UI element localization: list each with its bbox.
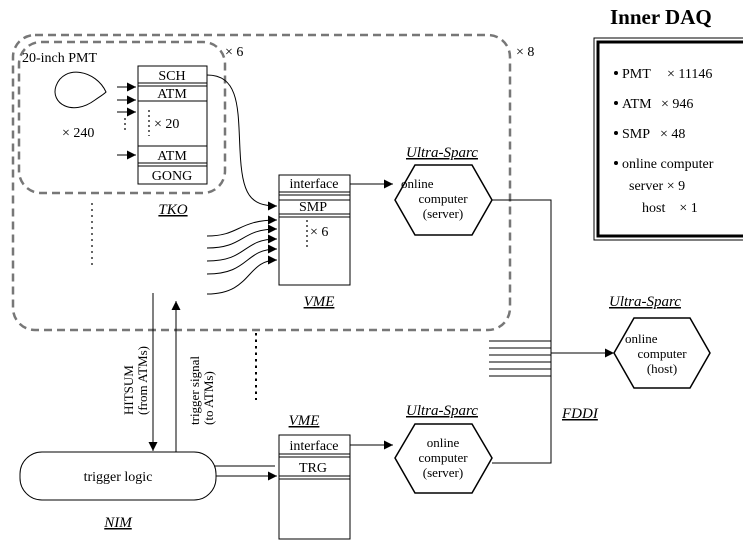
group-mult: × 8 (516, 45, 534, 60)
pmt-mult: × 240 (62, 126, 94, 141)
server-bottom-label: Ultra-Sparc (406, 403, 478, 419)
vme-bottom-crate (278, 434, 351, 540)
legend-smp-label: SMP (622, 127, 650, 142)
server-bottom-line1: online (427, 435, 460, 450)
legend-pmt-mult: × 11146 (667, 67, 712, 82)
crate-box-x6 (17, 40, 227, 195)
legend-item-pmt: PMT × 11146 (614, 67, 712, 82)
fddi-lines (489, 199, 614, 464)
server-top-line2: computer (418, 191, 468, 206)
legend-online-label: online computer (622, 157, 714, 172)
module-gong: GONG (152, 169, 192, 184)
module-sch: SCH (158, 69, 185, 84)
host-hexagon (613, 317, 711, 389)
tko-module-stack (137, 65, 208, 185)
hitsum-label: HITSUM (from ATMs) (121, 346, 150, 415)
vme-bottom-interface: interface (290, 439, 339, 454)
vme-top-crate (278, 174, 351, 286)
legend-host-line: host × 1 (642, 201, 698, 216)
legend-item-atm: ATM × 946 (614, 97, 693, 112)
trigger-signal-label: trigger signal (to ATMs) (187, 356, 216, 425)
fddi-label: FDDI (561, 406, 599, 422)
page-title: Inner DAQ (610, 5, 712, 29)
nim-label: NIM (103, 515, 133, 531)
pmt-label: 20-inch PMT (22, 51, 98, 66)
legend-item-online-computer: online computer server × 9 host × 1 (614, 157, 714, 216)
trigger-label-2: (to ATMs) (201, 371, 216, 425)
server-bottom-line3: (server) (423, 465, 463, 480)
module-atm-bottom: ATM (157, 149, 187, 164)
vme-bottom-label: VME (289, 413, 320, 429)
host-line3: (host) (647, 361, 677, 376)
server-top-line3: (server) (423, 206, 463, 221)
server-bottom-line2: computer (418, 450, 468, 465)
vme-top-interface: interface (290, 177, 339, 192)
legend-item-smp: SMP × 48 (614, 127, 685, 142)
legend-pmt-label: PMT (622, 67, 651, 82)
trigger-logic-label: trigger logic (84, 470, 153, 485)
module-atm: ATM (157, 87, 187, 102)
sch-to-smp-line (206, 74, 278, 211)
atm-mult: × 20 (154, 117, 179, 132)
smp-input-lines (206, 215, 278, 295)
pmt-icon (54, 71, 107, 109)
trigger-label-1: trigger signal (187, 356, 202, 425)
legend-atm-label: ATM (622, 97, 652, 112)
hitsum-label-1: HITSUM (121, 365, 136, 415)
hitsum-label-2: (from ATMs) (135, 346, 150, 415)
server-top-hexagon (394, 164, 493, 236)
vme-bottom-trg: TRG (299, 461, 327, 476)
host-line2: computer (637, 346, 687, 361)
group-box-x8 (11, 33, 512, 332)
host-line1: online (625, 331, 658, 346)
tko-label: TKO (158, 202, 187, 218)
server-bottom-hexagon (394, 423, 493, 494)
vme-top-label: VME (304, 294, 335, 310)
legend-box (593, 37, 743, 241)
vme-top-smp-mult: × 6 (310, 225, 328, 240)
server-top-line1: online (401, 176, 434, 191)
vme-top-smp: SMP (299, 200, 327, 215)
host-label: Ultra-Sparc (609, 294, 681, 310)
legend-atm-mult: × 946 (661, 97, 693, 112)
server-top-label: Ultra-Sparc (406, 145, 478, 161)
legend-smp-mult: × 48 (660, 127, 685, 142)
crate-mult: × 6 (225, 45, 243, 60)
legend-server-line: server × 9 (629, 179, 685, 194)
